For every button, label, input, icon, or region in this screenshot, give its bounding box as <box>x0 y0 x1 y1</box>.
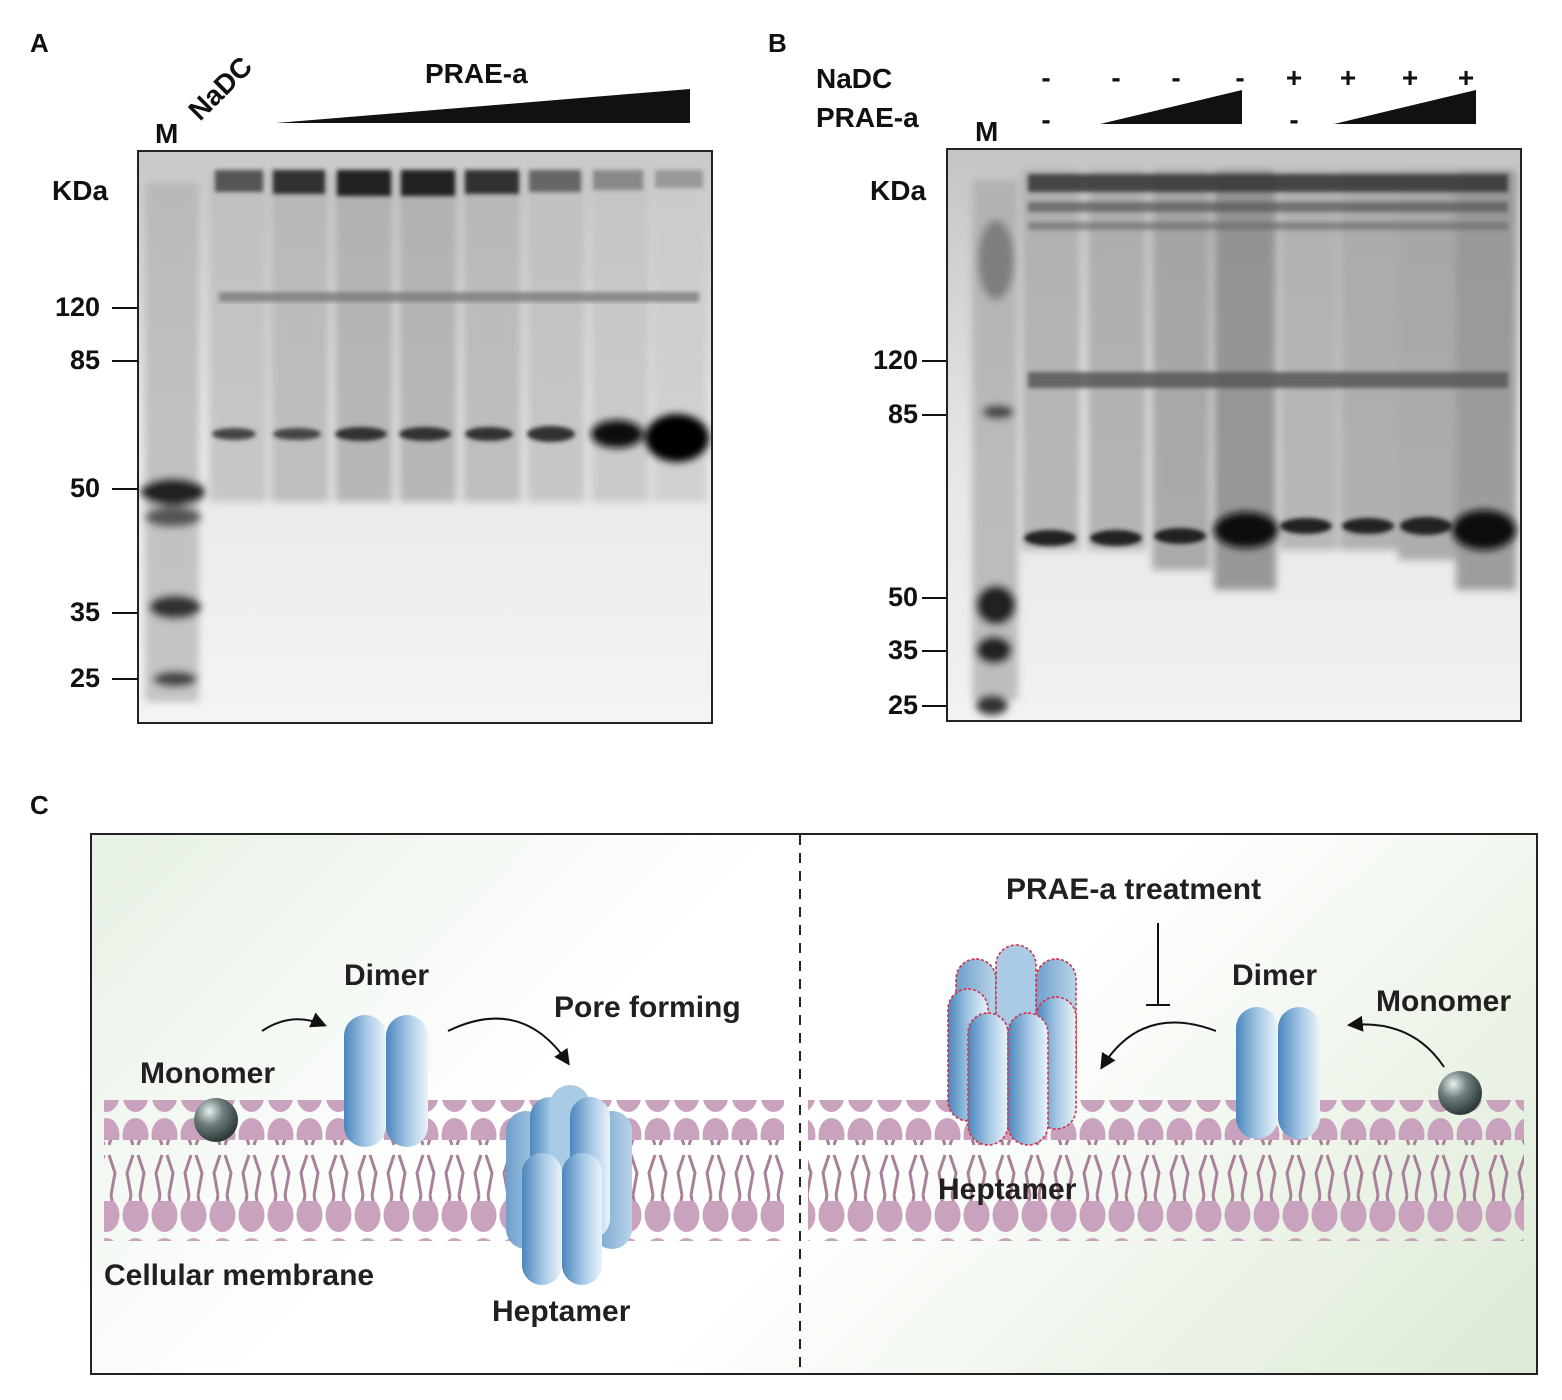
panel-a-gel-image <box>137 150 713 724</box>
panel-b-unit-label: KDa <box>870 175 927 206</box>
panel-b-tick-85: 85 <box>887 399 918 429</box>
prae-treatment-label: PRAE-a treatment <box>1006 873 1262 906</box>
panel-b-nadc-row-label: NaDC <box>816 63 893 94</box>
right-monomer-label: Monomer <box>1376 985 1511 1018</box>
panel-b-marker-label: M <box>975 116 999 147</box>
panel-b-nadc-sign-2: - <box>1111 62 1121 93</box>
panel-b-prae-sign-1: - <box>1041 104 1051 135</box>
pore-formation-schematic: Dimer Monomer Pore forming Heptamer Cell… <box>90 833 1538 1375</box>
panel-c-letter: C <box>30 790 49 820</box>
panel-b-prae-row-label: PRAE-a <box>816 102 919 133</box>
panel-b-nadc-sign-6: + <box>1339 62 1357 93</box>
panel-a-concentration-wedge <box>276 89 690 123</box>
panel-b-prae-wedge-2 <box>1334 90 1476 124</box>
schematic-drawing <box>104 835 1524 1373</box>
panel-b-nadc-sign-7: + <box>1401 62 1419 93</box>
panel-a-marker-label: M <box>155 118 179 149</box>
panel-b-tickmark-85 <box>922 414 948 416</box>
pore-forming-label: Pore forming <box>554 991 741 1024</box>
panel-a-nadc-label: NaDC <box>182 50 259 127</box>
panel-b-prae-wedge-1 <box>1100 90 1242 124</box>
panel-b-nadc-sign-8: + <box>1457 62 1475 93</box>
panel-b-nadc-sign-4: - <box>1235 62 1245 93</box>
panel-b-tickmark-35 <box>922 650 948 652</box>
panel-a-tick-50: 50 <box>69 473 100 503</box>
panel-a-unit-label: KDa <box>52 175 109 206</box>
panel-b-tick-50: 50 <box>887 582 918 612</box>
panel-a-tickmark-25 <box>112 678 138 680</box>
panel-b-letter: B <box>768 28 787 58</box>
panel-a-gradient-label: PRAE-a <box>425 58 528 89</box>
panel-a-tickmark-50 <box>112 488 138 490</box>
panel-b-prae-sign-2: - <box>1289 104 1299 135</box>
panel-b-nadc-sign-3: - <box>1171 62 1181 93</box>
panel-b-gel-image <box>946 148 1522 722</box>
left-heptamer-label: Heptamer <box>492 1295 631 1328</box>
panel-b-nadc-sign-5: + <box>1285 62 1303 93</box>
panel-a-tickmark-35 <box>112 612 138 614</box>
panel-b-tick-35: 35 <box>887 635 918 665</box>
panel-a-tick-25: 25 <box>69 663 100 693</box>
right-heptamer-label: Heptamer <box>938 1173 1077 1206</box>
panel-a-tick-35: 35 <box>69 597 100 627</box>
panel-b-nadc-sign-1: - <box>1041 62 1051 93</box>
panel-b-tickmark-50 <box>922 597 948 599</box>
panel-a-tick-85: 85 <box>69 345 100 375</box>
right-dimer-label: Dimer <box>1232 959 1318 992</box>
panel-b-tick-25: 25 <box>887 690 918 720</box>
panel-a-letter: A <box>30 28 49 58</box>
panel-b-tickmark-120 <box>922 360 948 362</box>
panel-a-tickmark-120 <box>112 307 138 309</box>
left-dimer-label: Dimer <box>344 959 430 992</box>
right-membrane <box>808 1100 1524 1241</box>
panel-b-tick-120: 120 <box>872 345 918 375</box>
panel-b-tickmark-25 <box>922 705 948 707</box>
left-monomer-label: Monomer <box>140 1057 275 1090</box>
cellular-membrane-label: Cellular membrane <box>104 1259 375 1292</box>
panel-a-tick-120: 120 <box>54 292 100 322</box>
panel-a-tickmark-85 <box>112 360 138 362</box>
